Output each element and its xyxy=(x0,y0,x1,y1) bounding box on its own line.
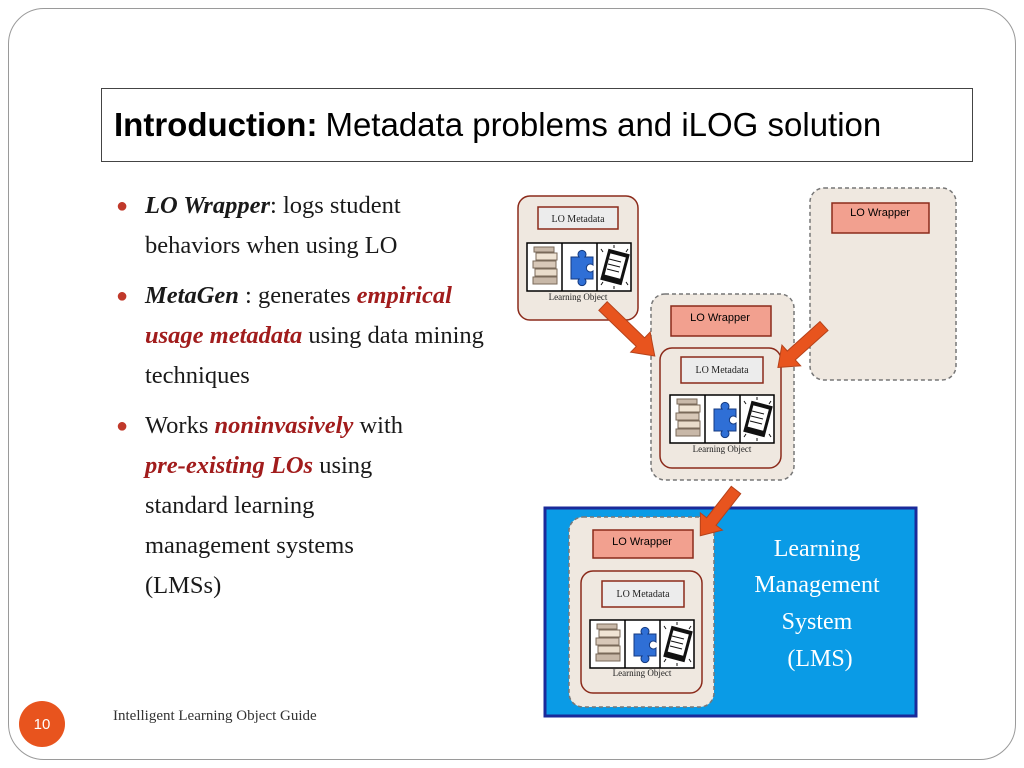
lo-wrapper-combined: LO Wrapper LO Metadata Learning Object xyxy=(650,293,795,481)
lo-wrapper-label: LO Wrapper xyxy=(850,207,910,219)
lo-metadata-label: LO Metadata xyxy=(616,589,670,600)
bullet-text: using standard learning management syste… xyxy=(145,452,373,599)
bullet-dot-icon: ● xyxy=(116,415,129,437)
lo-wrapper-box xyxy=(670,305,772,337)
bullet-dot-icon: ● xyxy=(116,285,129,307)
lo-wrapper-label: LO Wrapper xyxy=(690,312,750,324)
bullet-highlight: pre-existing LOs xyxy=(145,452,314,479)
bullet-lo-wrapper: ● LO Wrapper: logs student behaviors whe… xyxy=(112,186,502,266)
lo-wrapper-label: LO Wrapper xyxy=(612,536,672,548)
title-rest: Metadata problems and iLOG solution xyxy=(325,106,882,143)
slide-frame xyxy=(8,8,1016,760)
bullet-text: : generates xyxy=(238,282,357,309)
page-number-badge: 10 xyxy=(19,701,65,747)
lo-metadata-box xyxy=(537,206,619,230)
slide-title: Introduction: Metadata problems and iLOG… xyxy=(101,88,973,162)
bullet-list: ● LO Wrapper: logs student behaviors whe… xyxy=(112,186,502,606)
learning-object-label: Learning Object xyxy=(693,444,752,454)
footer-text: Intelligent Learning Object Guide xyxy=(113,708,317,724)
bullet-text: using data mining techniques xyxy=(145,322,484,389)
lo-metadata-box xyxy=(601,580,685,608)
lo-icons xyxy=(589,619,695,669)
lo-metadata-label: LO Metadata xyxy=(695,365,749,376)
bullet-works: ● Works noninvasively with pre-existing … xyxy=(112,406,502,606)
bullet-text: Works xyxy=(145,412,215,439)
learning-object-label: Learning Object xyxy=(613,668,672,678)
bullet-highlight: empirical usage metadata xyxy=(145,282,452,349)
bullet-highlight: noninvasively xyxy=(214,412,354,439)
lo-metadata-label: LO Metadata xyxy=(551,214,605,225)
title-bold: Introduction: xyxy=(114,106,318,143)
lo-metadata-box xyxy=(680,356,764,384)
flow-arrows xyxy=(598,300,829,537)
bullet-metagen: ● MetaGen : generates empirical usage me… xyxy=(112,276,502,396)
bullet-term: MetaGen xyxy=(145,282,239,309)
arrow-wrapper-to-wrapped xyxy=(777,320,829,369)
bullet-term: LO Wrapper xyxy=(145,192,271,219)
lo-icons xyxy=(526,242,632,292)
bullet-dot-icon: ● xyxy=(116,195,129,217)
lms-container: Learning Management System (LMS) LO Wrap… xyxy=(543,506,918,718)
bullet-text: : logs student behaviors when using LO xyxy=(145,192,401,259)
lms-label: Learning Management System (LMS) xyxy=(754,536,885,672)
lo-icons xyxy=(669,394,775,444)
lo-card-standalone: LO Metadata Learning Object xyxy=(517,195,639,321)
lo-wrapper-empty: LO Wrapper xyxy=(809,187,957,381)
lo-wrapper-box xyxy=(831,202,930,234)
bullet-text: with xyxy=(353,412,404,439)
arrow-lo-to-wrapped xyxy=(598,300,656,357)
learning-object-label: Learning Object xyxy=(549,292,608,302)
arrow-wrapped-to-lms xyxy=(699,485,742,537)
lo-wrapper-box xyxy=(592,529,694,559)
